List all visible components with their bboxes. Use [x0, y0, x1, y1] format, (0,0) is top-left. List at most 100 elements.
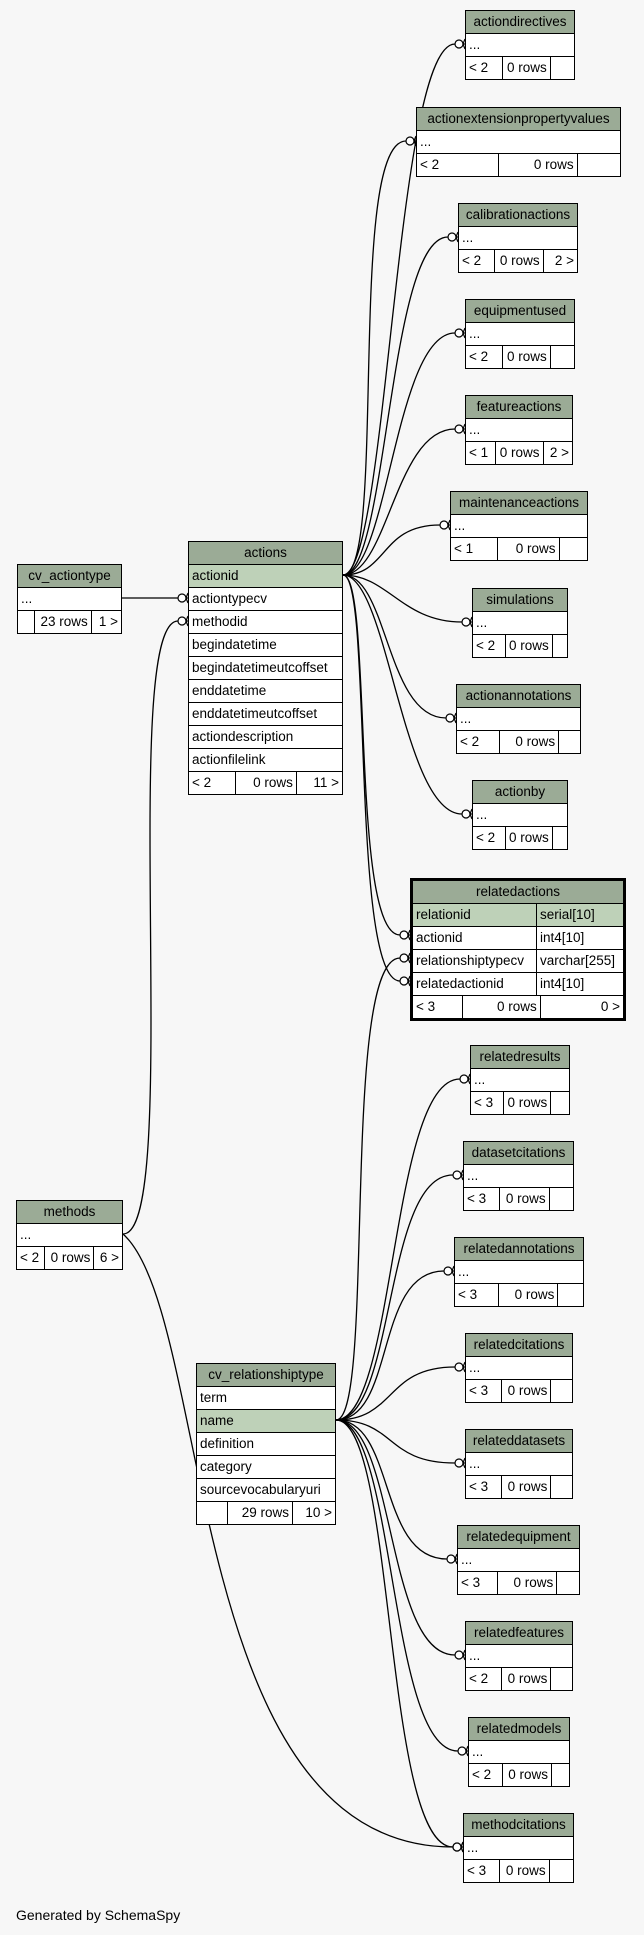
row-count: 0 rows [236, 772, 297, 794]
column-row: ... [458, 1549, 579, 1572]
column-row: ... [417, 131, 620, 154]
parents-count: < 3 [466, 1476, 502, 1498]
fk-line-relatedfeatures [335, 1419, 456, 1656]
column-row: begindatetime [189, 634, 342, 657]
fk-marker-rel-relatedcitations [454, 1361, 466, 1373]
table-title[interactable]: relatedequipment [458, 1526, 579, 1549]
children-count [551, 1476, 572, 1498]
column-name: actionid [192, 568, 239, 583]
table-title[interactable]: methodcitations [464, 1814, 573, 1837]
parents-count: < 3 [466, 1380, 502, 1402]
table-title[interactable]: maintenanceactions [451, 492, 587, 515]
table-title[interactable]: actions [189, 542, 342, 565]
column-row: ... [459, 227, 577, 250]
table-title[interactable]: datasetcitations [464, 1142, 573, 1165]
column-name: ... [20, 1227, 32, 1242]
table-title[interactable]: actionby [473, 781, 567, 804]
row-count: 0 rows [500, 1860, 550, 1882]
column-name: ... [476, 807, 488, 822]
column-row: actionid [189, 565, 342, 588]
children-count: 6 > [99, 1250, 119, 1265]
fk-marker-relationshiptypecv [399, 952, 411, 964]
row-count: 0 rows [504, 1092, 552, 1114]
table-title[interactable]: equipmentused [466, 300, 574, 323]
column-name: ... [458, 1264, 470, 1279]
parents-count: < 3 [471, 1092, 504, 1114]
column-name: actionfilelink [192, 752, 266, 767]
fk-marker-methods-actions [177, 615, 189, 627]
children-count: 2 > [554, 253, 574, 268]
table-title[interactable]: relatedmodels [469, 1718, 569, 1741]
column-name: ... [474, 1072, 486, 1087]
row-count: 0 rows [503, 57, 551, 79]
table-title[interactable]: actionannotations [457, 685, 580, 708]
parents-count: < 2 [466, 346, 503, 368]
parents-count: < 2 [459, 250, 496, 272]
column-row: category [197, 1456, 335, 1479]
table-title[interactable]: simulations [473, 589, 567, 612]
table-title[interactable]: relatedresults [471, 1046, 569, 1069]
table-title[interactable]: cv_actiontype [18, 565, 121, 588]
fk-line-relatedactions-1 [342, 574, 401, 936]
column-name: ... [461, 1552, 473, 1567]
table-title[interactable]: actionextensionpropertyvalues [417, 108, 620, 131]
column-name: name [200, 1413, 234, 1428]
column-name: ... [467, 1840, 479, 1855]
column-name: begindatetime [192, 637, 277, 652]
table-title[interactable]: featureactions [466, 396, 572, 419]
fk-line-methods-actions [122, 620, 179, 1235]
table-title[interactable]: cv_relationshiptype [197, 1364, 335, 1387]
column-name: ... [420, 134, 432, 149]
table-title[interactable]: relatedfeatures [466, 1622, 572, 1645]
table-title[interactable]: relatedactions [413, 881, 623, 904]
table-title[interactable]: relateddatasets [466, 1430, 572, 1453]
table-title[interactable]: calibrationactions [459, 204, 577, 227]
fk-line-datasetcitations [335, 1174, 454, 1421]
column-name: enddatetime [192, 683, 267, 698]
table-title[interactable]: relatedcitations [466, 1334, 572, 1357]
table-title[interactable]: methods [17, 1201, 122, 1224]
parents-count: < 2 [189, 772, 237, 794]
table-title[interactable]: relatedannotations [455, 1238, 583, 1261]
column-name: ... [469, 1360, 481, 1375]
column-name: relatedactionid [416, 976, 504, 991]
fk-marker-rel-relatedfeatures [454, 1649, 466, 1661]
children-count [551, 57, 574, 79]
column-row: term [197, 1387, 335, 1410]
table-title[interactable]: actiondirectives [466, 11, 574, 34]
row-count: 0 rows [499, 1284, 559, 1306]
column-row: methodid [189, 611, 342, 634]
column-name: ... [21, 591, 33, 606]
